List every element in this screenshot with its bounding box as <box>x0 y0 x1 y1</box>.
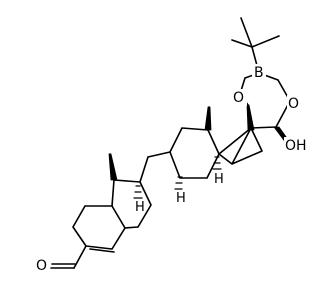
hydroxyl-label: OH <box>285 138 307 154</box>
left-oxygen-label-background <box>232 89 247 106</box>
hydroxyl-label-background <box>284 137 309 154</box>
bond-d-ring <box>218 127 263 165</box>
atom-labels: B O O OH O H H H <box>35 64 309 274</box>
bond-tert-butyl <box>231 17 280 74</box>
wedge-c20-oxygen <box>246 104 255 131</box>
bond-c-ring <box>139 127 220 183</box>
boron-label-background <box>252 64 266 81</box>
right-oxygen-label-background <box>287 95 302 112</box>
left-ring-oxygen-label: O <box>233 90 244 106</box>
wedge-c18-methyl <box>204 106 212 131</box>
bond-methyls <box>109 106 210 181</box>
bond-ketone <box>50 263 76 269</box>
ketone-oxygen-label: O <box>36 258 47 274</box>
wedge-c19-methyl <box>108 153 118 181</box>
stereo-h-c14-label: H <box>214 172 224 187</box>
hash-h-c8 <box>174 176 183 190</box>
stereo-h-c9-label: H <box>135 200 145 215</box>
hash-h-c14 <box>212 156 222 170</box>
hash-h-c9 <box>133 185 143 199</box>
boron-label: B <box>254 65 264 81</box>
bond-skeleton <box>50 17 291 269</box>
right-ring-oxygen-label: O <box>288 96 299 112</box>
bond-a-ring <box>72 205 126 269</box>
stereo-h-c8-label: H <box>176 191 186 206</box>
ketone-oxygen-label-background <box>35 257 50 274</box>
bond-b-ring <box>111 179 152 229</box>
